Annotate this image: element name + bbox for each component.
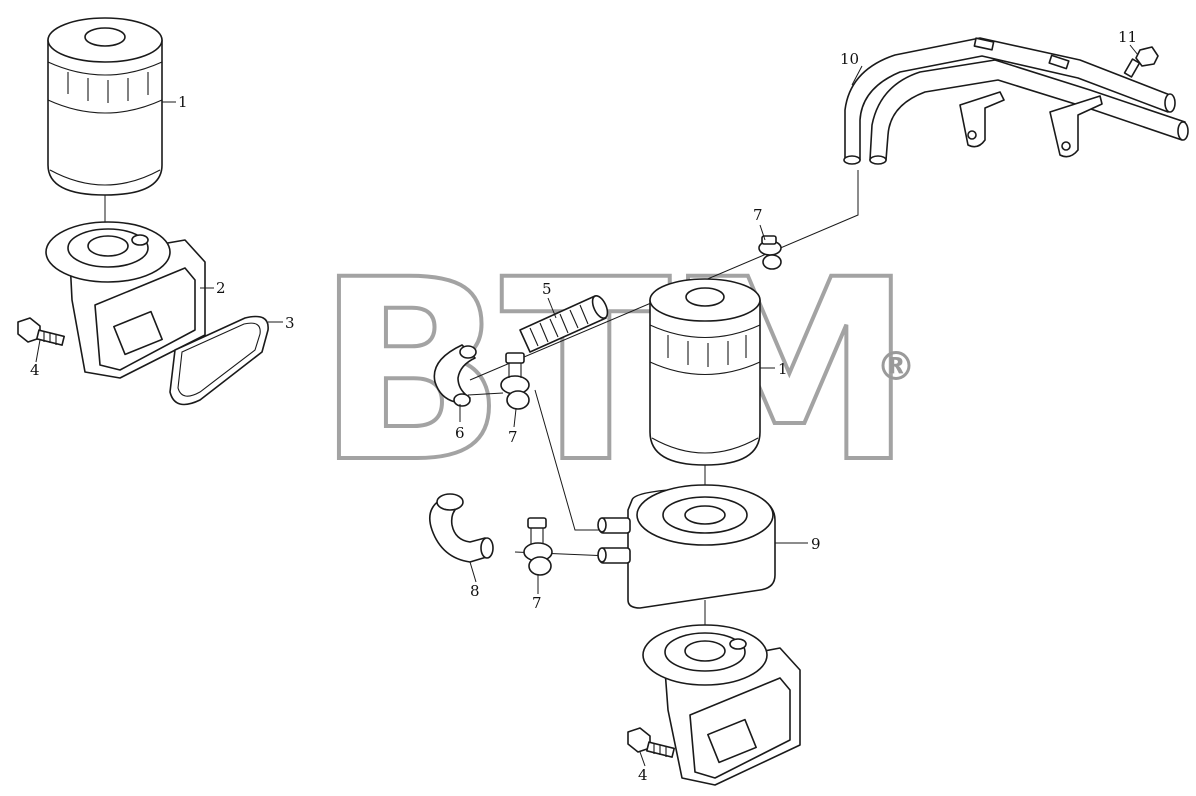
callout-bolt-pipe: 11 (1118, 28, 1137, 46)
registered-mark: ® (876, 344, 916, 390)
callout-leaders (35, 44, 1139, 767)
callout-cooler: 9 (811, 535, 821, 553)
btm-watermark: BTM ® (314, 224, 916, 519)
bent-hose[interactable] (429, 493, 494, 563)
callout-bolt-left: 4 (30, 361, 40, 379)
bolt-bottom[interactable] (627, 727, 675, 758)
filter-bracket-top[interactable] (45, 221, 206, 379)
pipe-bolt[interactable] (1123, 46, 1159, 78)
callout-gasket: 3 (285, 314, 295, 332)
watermark-text: BTM (316, 226, 908, 517)
callout-clamp-lower: 7 (532, 594, 542, 612)
callout-numbers: 1 2 3 4 5 6 7 7 1 9 8 7 4 10 11 (30, 28, 1137, 784)
oil-filter-center[interactable] (649, 278, 761, 466)
oil-cooler[interactable] (597, 484, 776, 609)
hose-clamp-lower[interactable] (523, 517, 553, 576)
callout-hose-short: 6 (455, 424, 465, 442)
bolt-left[interactable] (17, 317, 65, 346)
callout-filter-center: 1 (778, 360, 788, 378)
callout-clamp-middle: 7 (508, 428, 518, 446)
callout-clamp-upper: 7 (753, 206, 763, 224)
callout-spring: 5 (542, 280, 552, 298)
callout-pipe-assembly: 10 (840, 50, 859, 68)
callout-bracket-top: 2 (216, 279, 226, 297)
oil-filter-top-left[interactable] (47, 17, 163, 196)
hose-clamp-middle[interactable] (500, 352, 530, 410)
gasket[interactable] (169, 315, 269, 406)
spring-coil[interactable] (519, 294, 611, 353)
callout-filter-top-left: 1 (178, 93, 188, 111)
hose-clamp-upper[interactable] (758, 235, 782, 270)
filter-bracket-bottom[interactable] (642, 624, 801, 786)
short-hose[interactable] (433, 344, 477, 407)
pipe-assembly[interactable] (843, 37, 1189, 165)
callout-hose-bent: 8 (470, 582, 480, 600)
callout-bolt-bottom: 4 (638, 766, 648, 784)
